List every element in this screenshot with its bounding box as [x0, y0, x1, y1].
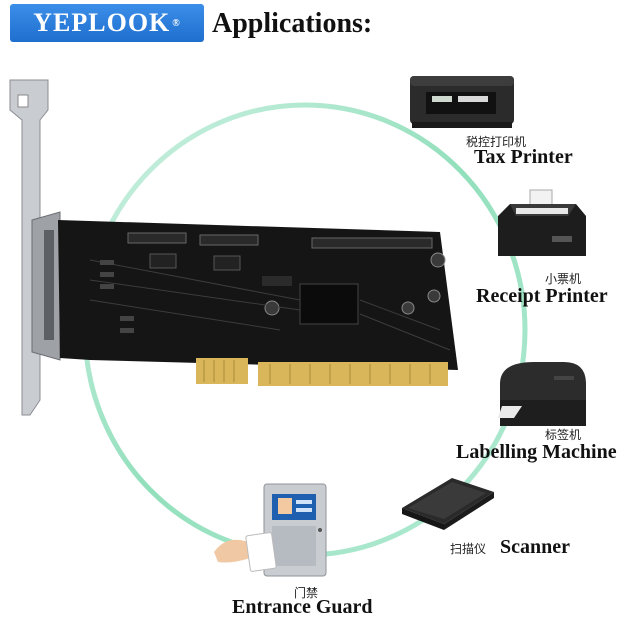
scanner-label: Scanner: [500, 536, 570, 558]
registered-mark: ®: [172, 17, 181, 29]
label-printer-label: Labelling Machine: [456, 441, 617, 463]
scanner-cn-label: 扫描仪: [450, 542, 487, 556]
page-title: Applications:: [212, 8, 373, 39]
access-control-icon: [214, 483, 327, 577]
tax-printer-label: Tax Printer: [474, 146, 573, 168]
label-printer-icon: [498, 362, 586, 426]
tax-printer-cn-label: 税控打印机: [466, 135, 527, 149]
entrance-guard-cn-label: 门禁: [294, 586, 319, 600]
brand-name: YEPLOOK: [33, 8, 171, 37]
label-printer-cn-label: 标签机: [545, 428, 582, 442]
pci-parallel-port-card-icon: [9, 79, 458, 416]
scanner-icon: [402, 478, 494, 530]
receipt-printer-label: Receipt Printer: [476, 285, 608, 307]
brand-logo: YEPLOOK®: [10, 4, 204, 42]
receipt-printer-icon: [498, 189, 586, 256]
tax-printer-icon: [410, 76, 514, 128]
entrance-guard-label: Entrance Guard: [232, 596, 373, 618]
receipt-printer-cn-label: 小票机: [545, 272, 582, 286]
